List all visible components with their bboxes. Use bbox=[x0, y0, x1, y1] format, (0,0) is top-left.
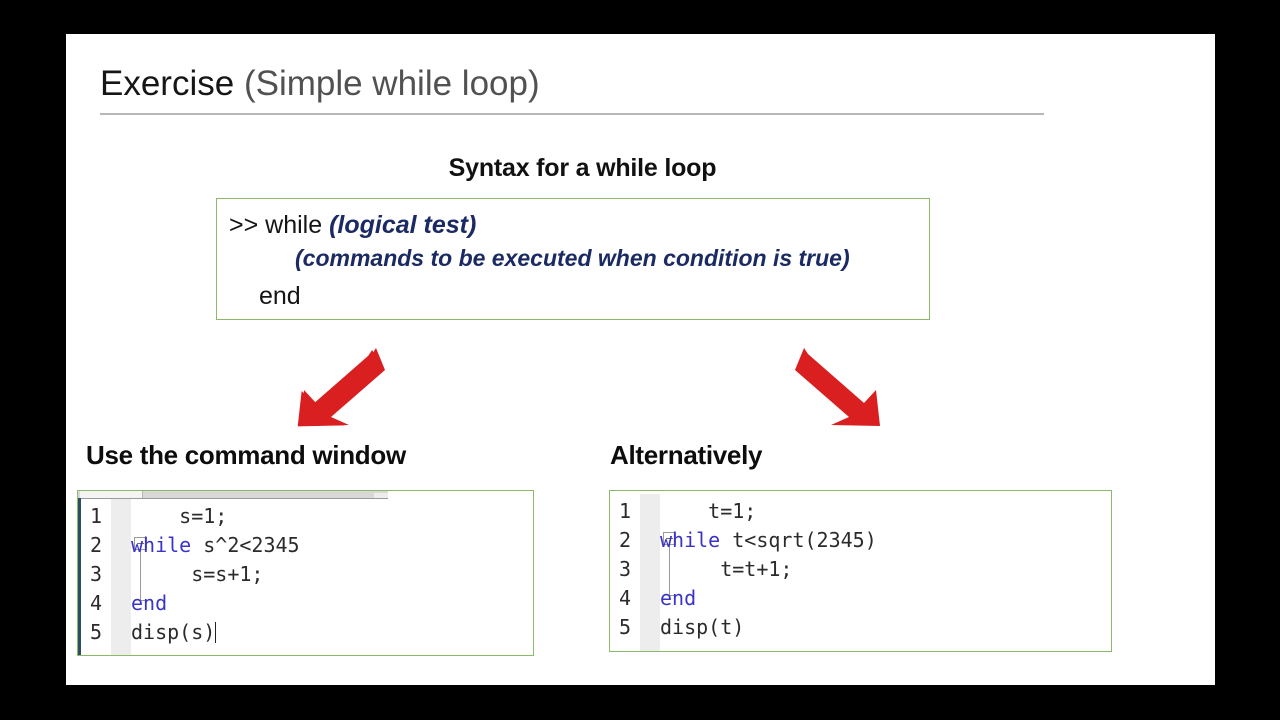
line-number: 5 bbox=[618, 615, 632, 639]
syntax-box: >> while (logical test) (commands to be … bbox=[216, 198, 930, 320]
page-title: Exercise (Simple while loop) bbox=[100, 62, 1046, 106]
code-fold-toggle-icon[interactable] bbox=[663, 532, 676, 545]
code-text: disp(s) bbox=[131, 620, 216, 644]
text-cursor bbox=[215, 622, 217, 643]
code-keyword: end bbox=[131, 591, 168, 615]
line-number: 4 bbox=[618, 586, 632, 610]
code-keyword: end bbox=[660, 586, 697, 610]
right-section-heading: Alternatively bbox=[610, 440, 763, 470]
code-text: t=t+1; bbox=[720, 557, 793, 581]
code-text: s=1; bbox=[179, 504, 228, 528]
code-keyword: while bbox=[660, 528, 721, 552]
line-number: 2 bbox=[89, 533, 103, 557]
left-code-lines[interactable]: s=1; while s^2<2345 s=s+1; end disp(s) bbox=[131, 499, 533, 655]
code-line[interactable]: disp(t) bbox=[660, 613, 1111, 642]
code-line[interactable]: while t<sqrt(2345) bbox=[660, 526, 1111, 555]
right-line-number-gutter: 1 2 3 4 5 bbox=[610, 494, 640, 651]
code-line[interactable]: while s^2<2345 bbox=[131, 531, 533, 560]
slide-canvas: Exercise (Simple while loop) Syntax for … bbox=[66, 34, 1215, 685]
code-line[interactable]: disp(s) bbox=[131, 618, 533, 647]
left-line-number-gutter: 1 2 3 4 5 bbox=[81, 499, 111, 655]
code-fold-stem bbox=[669, 545, 670, 595]
syntax-heading: Syntax for a while loop bbox=[66, 154, 1215, 183]
line-number: 5 bbox=[89, 620, 103, 644]
code-line[interactable]: t=1; bbox=[660, 497, 1111, 526]
title-divider bbox=[100, 113, 1044, 115]
page-title-rest: (Simple while loop) bbox=[234, 64, 540, 103]
line-number: 1 bbox=[89, 504, 103, 528]
editor-accent-bar bbox=[78, 498, 81, 655]
title-block: Exercise (Simple while loop) bbox=[100, 62, 1046, 115]
code-fold-foot bbox=[140, 600, 147, 601]
left-code-editor[interactable]: 1 2 3 4 5 s=1; while s^2<2345 s=s+1; end disp(s… bbox=[77, 490, 534, 656]
code-line[interactable]: end bbox=[660, 584, 1111, 613]
syntax-logical-test: (logical test) bbox=[329, 211, 477, 239]
code-line[interactable]: s=s+1; bbox=[131, 560, 533, 589]
left-section-heading: Use the command window bbox=[86, 440, 406, 470]
left-gutter-strip bbox=[111, 499, 131, 655]
code-line[interactable]: t=t+1; bbox=[660, 555, 1111, 584]
editor-tab-strip[interactable] bbox=[78, 491, 388, 499]
right-code-editor[interactable]: 1 2 3 4 5 t=1; while t<sqrt(2345) t=t+1; end di… bbox=[609, 490, 1112, 652]
line-number: 4 bbox=[89, 591, 103, 615]
code-text: t=1; bbox=[708, 499, 757, 523]
right-gutter-strip bbox=[640, 494, 660, 651]
syntax-line-1: >> while (logical test) bbox=[229, 211, 476, 240]
code-keyword: while bbox=[131, 533, 192, 557]
page-title-strong: Exercise bbox=[100, 64, 235, 103]
code-line[interactable]: s=1; bbox=[131, 502, 533, 531]
down-left-arrow-icon bbox=[297, 348, 385, 427]
line-number: 1 bbox=[618, 499, 632, 523]
line-number: 2 bbox=[618, 528, 632, 552]
code-text: s=s+1; bbox=[191, 562, 264, 586]
code-text: s^2<2345 bbox=[191, 533, 300, 557]
right-editor-inner: 1 2 3 4 5 t=1; while t<sqrt(2345) t=t+1; end di… bbox=[610, 494, 1111, 651]
code-fold-foot bbox=[669, 595, 676, 596]
syntax-prompt-while: >> while bbox=[229, 211, 330, 239]
syntax-line-2: (commands to be executed when condition … bbox=[295, 245, 850, 271]
code-text: disp(t) bbox=[660, 615, 745, 639]
left-editor-inner: 1 2 3 4 5 s=1; while s^2<2345 s=s+1; end disp(s… bbox=[81, 499, 533, 655]
code-line[interactable]: end bbox=[131, 589, 533, 618]
down-right-arrow-icon bbox=[795, 348, 880, 426]
syntax-heading-text: Syntax for a while loop bbox=[448, 154, 717, 182]
right-code-lines[interactable]: t=1; while t<sqrt(2345) t=t+1; end disp(t) bbox=[660, 494, 1111, 651]
code-fold-toggle-icon[interactable] bbox=[134, 537, 147, 550]
syntax-line-3: end bbox=[259, 282, 301, 310]
line-number: 3 bbox=[618, 557, 632, 581]
code-fold-stem bbox=[140, 550, 141, 600]
line-number: 3 bbox=[89, 562, 103, 586]
code-text: t<sqrt(2345) bbox=[720, 528, 877, 552]
